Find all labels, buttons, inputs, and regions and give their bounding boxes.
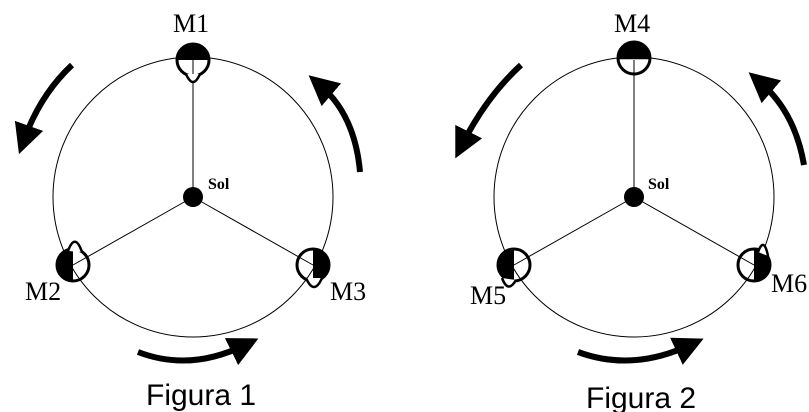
- sun-label: Sol: [648, 176, 670, 193]
- moon-outline: [736, 247, 772, 283]
- moon-m3: [295, 247, 331, 289]
- sun: [183, 187, 203, 207]
- rotation-arrow-left: [455, 62, 524, 159]
- moon-dark-half: [57, 249, 73, 281]
- spoke-line: [633, 196, 755, 266]
- figure-caption: Figura 1: [146, 379, 256, 412]
- moon-tide-bulge: [66, 240, 84, 253]
- moon-label: M6: [771, 269, 807, 298]
- moon-m2: [55, 240, 91, 283]
- moon-tide-bulge: [184, 73, 202, 84]
- figure-2: Sol M4 M5 M6 Figura 2: [455, 9, 807, 412]
- moon-label: M5: [470, 281, 506, 310]
- moon-dark-half: [498, 249, 514, 281]
- moon-tide-bulge: [304, 277, 324, 289]
- moon-dark-half: [177, 44, 209, 60]
- rotation-arrow-right: [308, 75, 363, 173]
- sun-label: Sol: [208, 176, 230, 193]
- sun: [624, 187, 644, 207]
- spoke-line: [513, 196, 635, 266]
- moon-tide-bulge: [500, 277, 518, 288]
- rotation-arrow-right: [748, 72, 807, 166]
- moon-m6: [736, 243, 772, 283]
- figure-caption: Figura 2: [586, 382, 696, 412]
- rotation-arrow-bottom: [576, 337, 704, 365]
- rotation-arrow-bottom: [136, 338, 259, 366]
- spoke-line: [192, 196, 314, 266]
- moon-dark-half: [313, 249, 329, 281]
- rotation-arrow-left: [14, 62, 75, 155]
- spoke-line: [72, 196, 194, 266]
- moon-label: M3: [330, 277, 366, 306]
- moon-label: M1: [173, 9, 209, 38]
- moon-tide-bulge: [756, 243, 770, 257]
- figure-1: Sol M1 M2 M3 Figura 1: [14, 9, 366, 412]
- moon-label: M4: [614, 9, 650, 38]
- moon-dark-half: [618, 42, 650, 58]
- moon-m4: [616, 40, 652, 76]
- moon-m5: [496, 247, 532, 288]
- moon-m1: [175, 42, 211, 84]
- moon-label: M2: [25, 277, 61, 306]
- moon-dark-half: [754, 249, 770, 281]
